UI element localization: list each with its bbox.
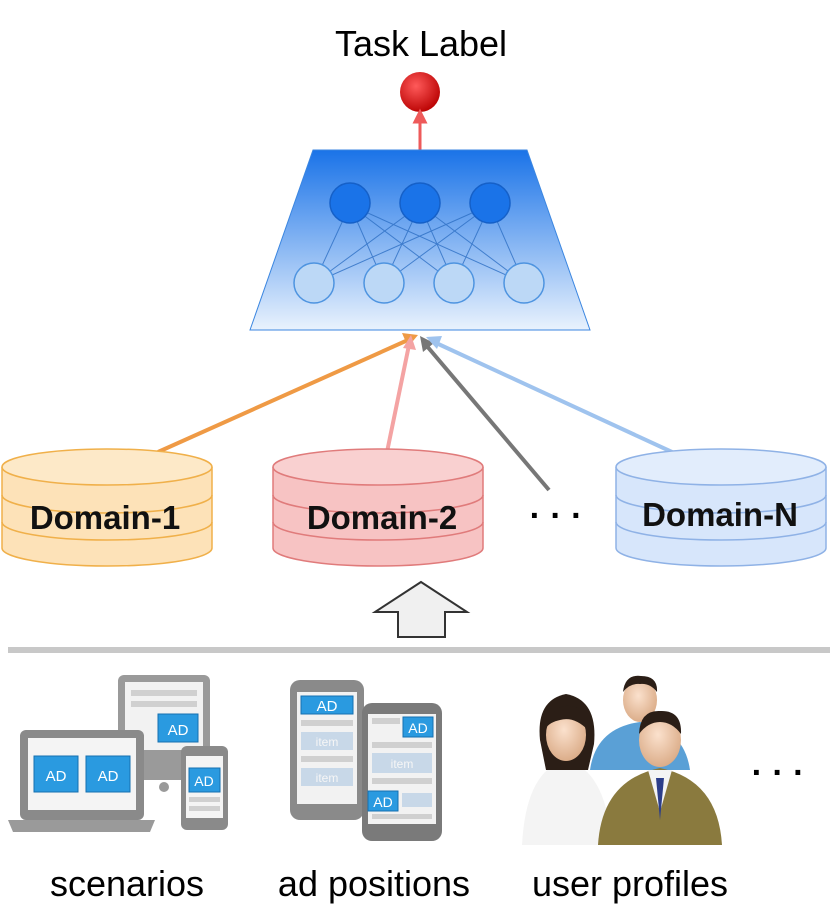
input-node: [503, 262, 545, 304]
domain-n-label: Domain-N: [642, 496, 798, 533]
hidden-node: [399, 182, 441, 224]
source-label-ad-positions: ad positions: [278, 863, 470, 904]
phones-icon: AD item item AD item AD: [290, 680, 442, 841]
domain-2-db: Domain-2: [272, 448, 484, 567]
task-label: Task Label: [335, 23, 507, 64]
ad-badge: AD: [373, 794, 392, 810]
input-node: [293, 262, 335, 304]
domain-arrows: [157, 333, 673, 492]
ad-badge: AD: [408, 720, 427, 736]
devices-icon: AD AD AD AD: [8, 675, 228, 832]
input-node: [363, 262, 405, 304]
source-label-user-profiles: user profiles: [532, 863, 728, 904]
task-output-node: [400, 72, 440, 112]
domain-n-db: Domain-N: [615, 448, 827, 567]
domain-1-label: Domain-1: [30, 499, 180, 536]
up-arrow: [371, 580, 471, 638]
shared-network: [249, 149, 591, 331]
ad-badge: AD: [168, 722, 189, 739]
people-icon: [522, 675, 722, 845]
ad-badge: AD: [46, 768, 67, 785]
source-label-scenarios: scenarios: [50, 863, 204, 904]
item-text: item: [316, 735, 339, 749]
domain-2-label: Domain-2: [307, 499, 457, 536]
hidden-node: [469, 182, 511, 224]
input-node: [433, 262, 475, 304]
ad-badge: AD: [194, 773, 213, 789]
domain-1-db: Domain-1: [1, 448, 213, 567]
ad-badge: AD: [317, 698, 338, 715]
item-text: item: [316, 771, 339, 785]
bottom-ellipsis: · · ·: [752, 754, 805, 792]
domain-ellipsis: · · ·: [530, 497, 583, 535]
hidden-node: [329, 182, 371, 224]
ad-badge: AD: [98, 768, 119, 785]
item-text: item: [391, 757, 414, 771]
